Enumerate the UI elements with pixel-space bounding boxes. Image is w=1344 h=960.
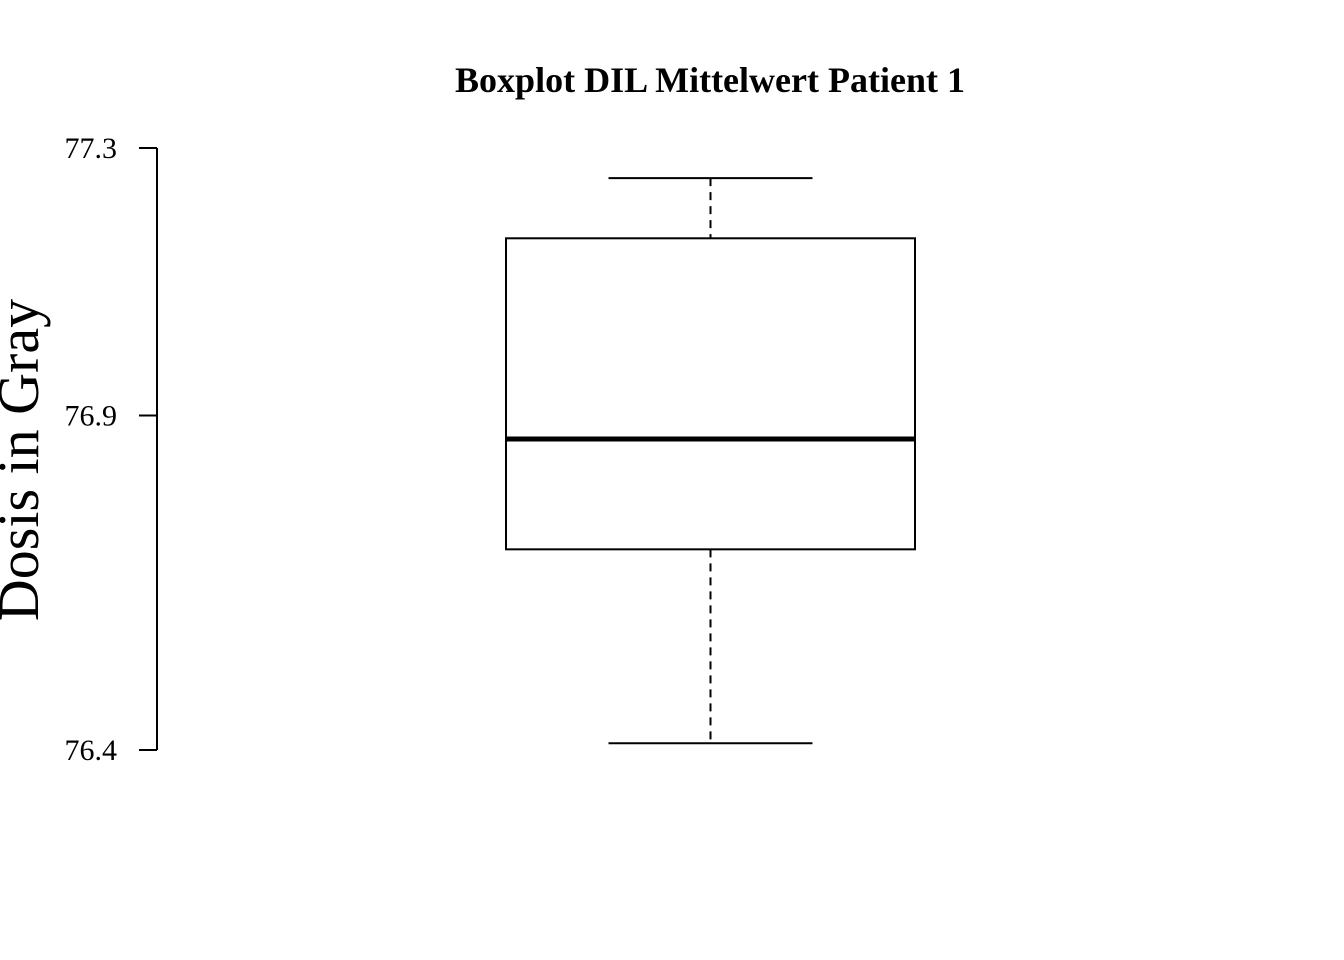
y-axis: 76.4 76.9 77.3 xyxy=(65,132,158,767)
y-tick-label: 76.4 xyxy=(65,734,118,767)
y-tick-label: 76.9 xyxy=(65,400,118,433)
y-axis-label: Dosis in Gray xyxy=(0,299,51,621)
box-group xyxy=(505,177,916,745)
interquartile-box xyxy=(505,237,916,551)
chart-title: Boxplot DIL Mittelwert Patient 1 xyxy=(455,60,965,100)
y-tick-label: 77.3 xyxy=(65,132,118,165)
